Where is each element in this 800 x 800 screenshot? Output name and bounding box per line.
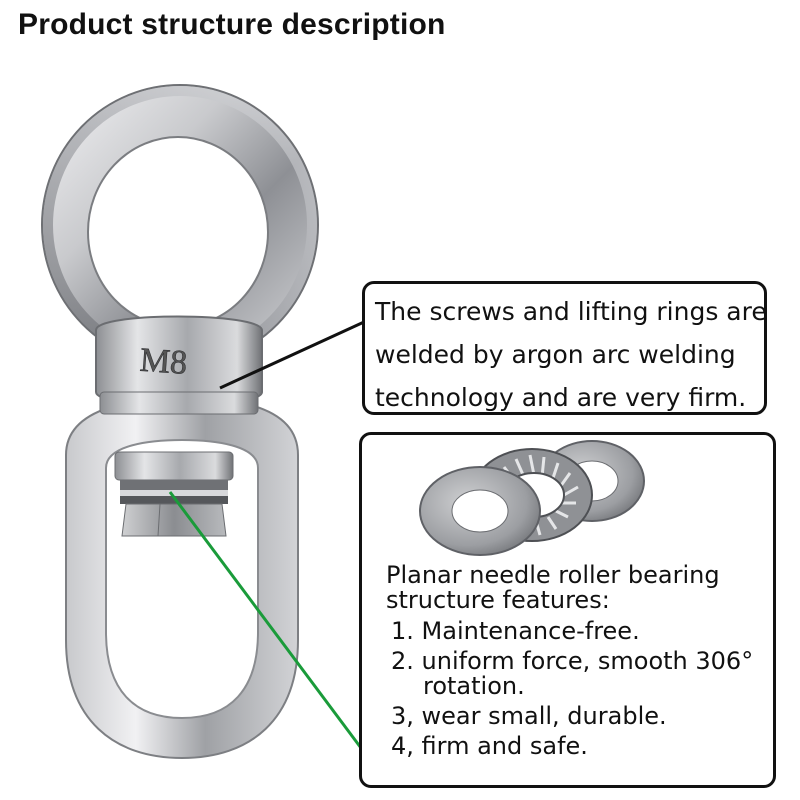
feature-list: 1. Maintenance-free. 2. uniform force, s…: [386, 619, 753, 759]
thrust-needle-bearing-icon: [419, 440, 645, 556]
feature-item: 1. Maintenance-free.: [391, 619, 753, 644]
collar: M8: [95, 315, 263, 415]
welding-line-3: technology and are very firm.: [375, 383, 747, 412]
bolt-assembly: [114, 451, 234, 537]
size-marking: M8: [139, 342, 189, 382]
feature-text: 2. uniform force, smooth 306°: [391, 647, 754, 675]
bearing-callout: Planar needle roller bearing structure f…: [359, 432, 776, 788]
bearing-heading-line-1: Planar needle roller bearing: [386, 561, 720, 589]
feature-text-continued: rotation.: [423, 672, 525, 700]
eye-ring: [41, 84, 319, 366]
pointer-line-bearing: [168, 491, 366, 753]
welding-line-1: The screws and lifting rings are: [375, 297, 767, 326]
bearing-description: Planar needle roller bearing structure f…: [386, 563, 753, 764]
feature-text: 4, firm and safe.: [391, 732, 588, 760]
feature-item: 2. uniform force, smooth 306° rotation.: [391, 649, 753, 699]
pointer-line-welding: [219, 320, 365, 390]
feature-item: 3, wear small, durable.: [391, 704, 753, 729]
page-title: Product structure description: [18, 8, 446, 41]
feature-item: 4, firm and safe.: [391, 734, 753, 759]
bearing-heading-line-2: structure features:: [386, 586, 610, 614]
feature-text: 1. Maintenance-free.: [391, 617, 640, 645]
feature-text: 3, wear small, durable.: [391, 702, 667, 730]
bearing-heading: Planar needle roller bearing structure f…: [386, 563, 753, 613]
welding-callout: The screws and lifting rings are welded …: [362, 281, 767, 415]
welding-line-2: welded by argon arc welding: [375, 340, 736, 369]
